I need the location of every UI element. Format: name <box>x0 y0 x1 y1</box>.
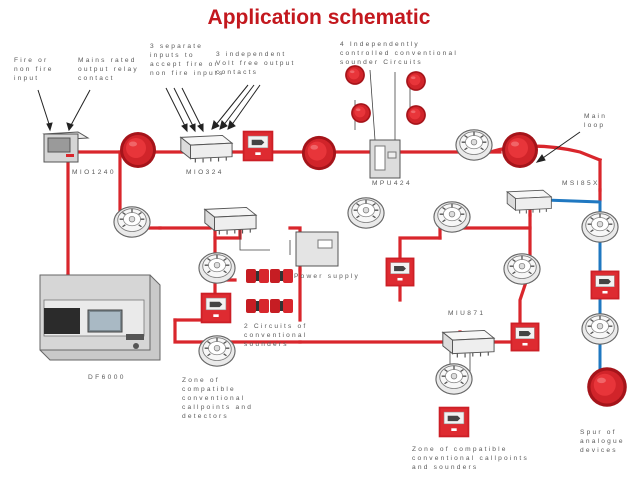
sounder-2 <box>301 135 337 171</box>
device-df6000: DF6000 <box>88 374 126 381</box>
callpoint-2 <box>200 292 232 324</box>
sounder-top-b <box>406 71 426 91</box>
label-two-circuits: 2 Circuits of conventional sounders <box>244 323 308 348</box>
module-mio324 <box>180 134 233 163</box>
label-separate-inputs: 3 separate inputs to accept fire or non … <box>150 43 225 77</box>
detector-10 <box>435 363 473 395</box>
detector-5 <box>198 252 236 284</box>
detector-4 <box>433 201 471 233</box>
device-mio1240: MIO1240 <box>72 169 116 176</box>
callpoint-5 <box>590 270 620 300</box>
detector-9 <box>581 313 619 345</box>
device-miu871: MIU871 <box>448 310 486 317</box>
detector-6 <box>198 335 236 367</box>
callpoint-4 <box>510 322 540 352</box>
power-supply-icon <box>295 231 339 267</box>
device-mio324: MIO324 <box>186 169 224 176</box>
label-spur-devices: Spur of analogue devices <box>580 429 625 454</box>
sounder-1 <box>120 132 156 168</box>
detector-2 <box>113 206 151 238</box>
label-fire-input: Fire or non fire input <box>14 57 54 82</box>
annotation-arrows <box>37 84 581 163</box>
module-conventional-left <box>204 206 257 235</box>
detector-8 <box>581 211 619 243</box>
detector-1 <box>455 129 493 161</box>
page-title: Application schematic <box>207 6 431 29</box>
label-main-loop: Main loop <box>584 113 608 129</box>
device-mpu424: MPU424 <box>372 180 413 187</box>
label-sounder-circuits: 4 Independently controlled conventional … <box>340 41 459 66</box>
label-zone-callpoints: Zone of compatible conventional callpoin… <box>412 446 529 471</box>
relay-box-icon <box>42 131 90 163</box>
detector-3 <box>347 197 385 229</box>
callpoint-6 <box>438 406 470 438</box>
loop-bottom-left <box>173 318 302 344</box>
sounder-top-d <box>406 105 426 125</box>
conv-sounder-3 <box>246 299 269 313</box>
conv-sounder-2 <box>270 269 293 283</box>
label-mains-relay: Mains rated output relay contact <box>78 57 139 82</box>
module-miu871 <box>442 329 495 358</box>
conv-sounder-4 <box>270 299 293 313</box>
loop-right-section <box>518 213 532 334</box>
label-volt-free: 3 independent Volt free output contacts <box>216 51 296 76</box>
device-msi85x: MSI85X <box>562 180 600 187</box>
conv-sounder-1 <box>246 269 269 283</box>
module-mpu424 <box>369 139 401 179</box>
detector-7 <box>503 253 541 285</box>
control-panel-icon <box>39 274 161 361</box>
callpoint-3 <box>385 257 415 287</box>
label-zone-compatible: Zone of compatible conventional callpoin… <box>182 377 254 420</box>
sounder-4 <box>587 367 627 407</box>
label-power-supply: Power supply <box>294 273 360 280</box>
sounder-top-c <box>351 103 371 123</box>
sounder-top-a <box>345 65 365 85</box>
callpoint-1 <box>242 130 274 162</box>
sounder-3 <box>502 132 538 168</box>
